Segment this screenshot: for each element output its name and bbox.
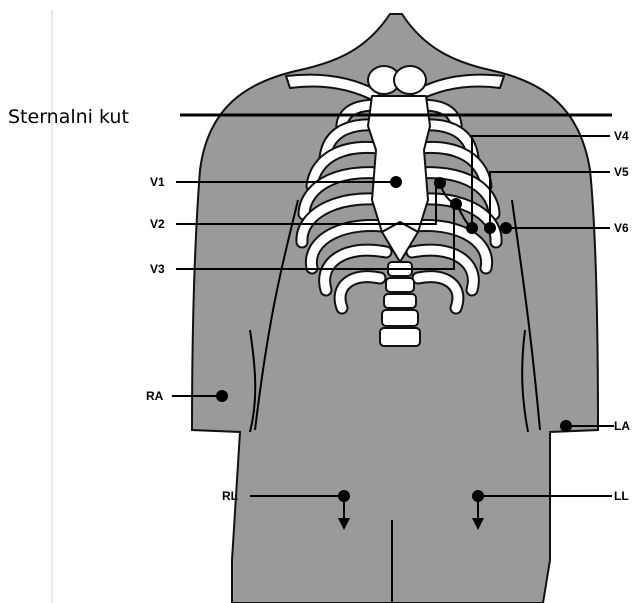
v4-label: V4 [614,129,629,143]
left-clavicle-head [394,66,426,94]
v5-electrode [484,222,496,234]
v1-label: V1 [150,175,165,189]
v2-label: V2 [150,217,165,231]
la-label: LA [614,419,630,433]
v6-label: V6 [614,221,629,235]
rl-electrode [338,490,350,502]
v3-label: V3 [150,262,165,276]
rl-label: RL [222,489,238,503]
ll-label: LL [614,489,629,503]
ra-electrode [216,390,228,402]
ra-label: RA [146,389,164,403]
v5-label: V5 [614,165,629,179]
v1-electrode [390,176,402,188]
sternal-angle-label: Sternalni kut [8,106,129,128]
